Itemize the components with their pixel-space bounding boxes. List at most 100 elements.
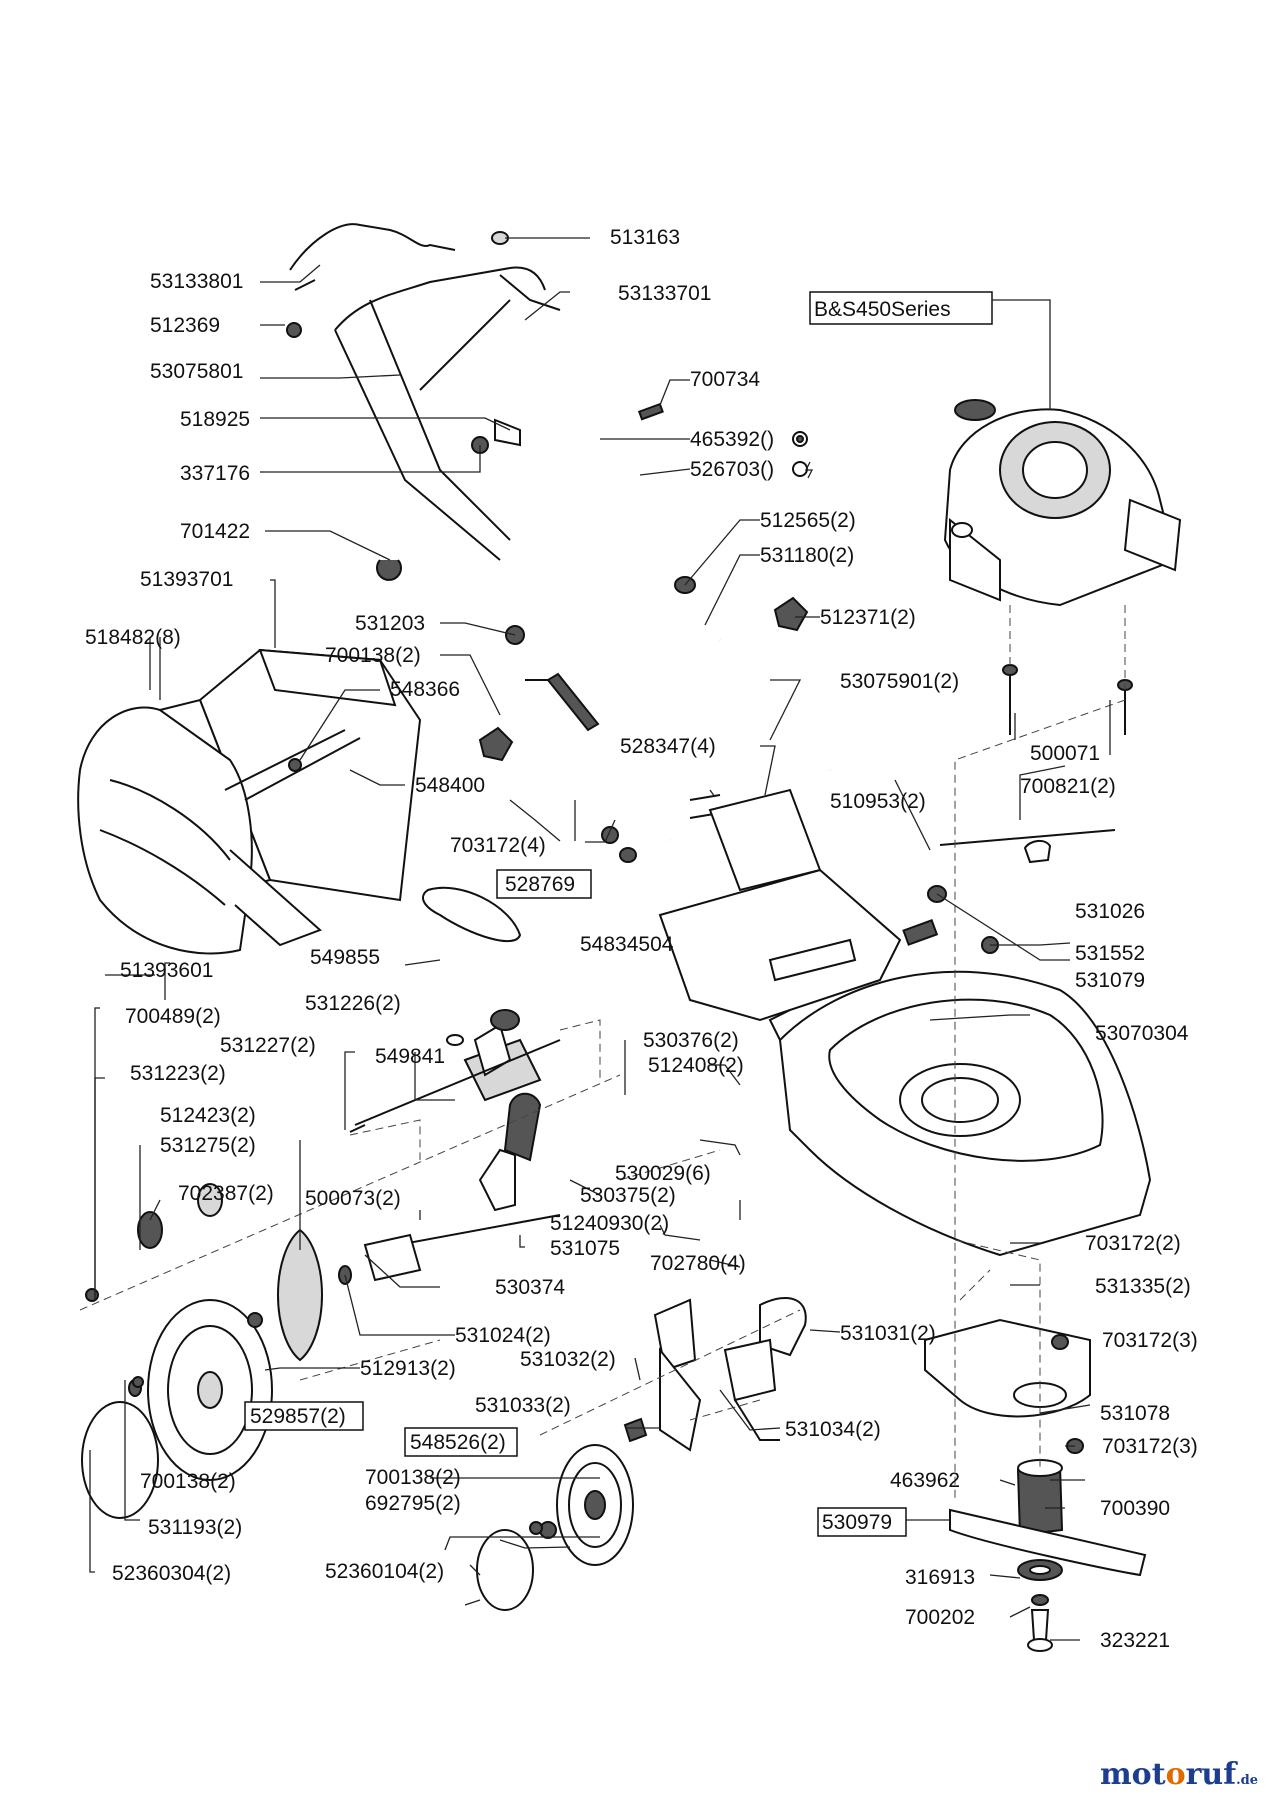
- discharge-flap: [658, 788, 902, 1022]
- part-label: 702780(4): [650, 1252, 746, 1275]
- watermark-text-tail: ruf: [1185, 1757, 1237, 1792]
- part-label: 700138(2): [140, 1470, 236, 1493]
- part-label: 531335(2): [1095, 1275, 1191, 1298]
- engine-series-label: B&S450Series: [814, 298, 951, 321]
- part-label: 700734: [690, 368, 760, 391]
- part-label: 692795(2): [365, 1492, 461, 1515]
- part-label: 531075: [550, 1237, 620, 1260]
- part-label: 700390: [1100, 1497, 1170, 1520]
- belt-label-box: [496, 869, 592, 899]
- part-label: 52360104(2): [325, 1560, 444, 1583]
- engine-label-box: [809, 291, 993, 325]
- part-labels: B&S450Series 513163 53133801 53133701 51…: [85, 226, 1198, 1652]
- part-label: 703172(3): [1102, 1435, 1198, 1458]
- part-label: 700138(2): [365, 1466, 461, 1489]
- rear-axle: [927, 829, 1116, 954]
- cutting-blade: [949, 1508, 1147, 1577]
- handle-bow: [289, 223, 456, 291]
- part-label: 53075801: [150, 360, 243, 383]
- engine-bolts: [1002, 664, 1133, 735]
- part-label: 701422: [180, 520, 250, 543]
- part-label: 53075901(2): [840, 670, 959, 693]
- transmission: [349, 1009, 561, 1133]
- part-label: 530375(2): [580, 1184, 676, 1207]
- part-label: 512369: [150, 314, 220, 337]
- part-label: 512423(2): [160, 1104, 256, 1127]
- part-label: 512565(2): [760, 509, 856, 532]
- brand-watermark: motoruf.de: [1100, 1757, 1258, 1792]
- part-label: 700138(2): [325, 644, 421, 667]
- part-label: 531031(2): [840, 1322, 936, 1345]
- part-label: 530376(2): [643, 1029, 739, 1052]
- part-label: 703172(4): [450, 834, 546, 857]
- rear-wheel: [81, 1183, 352, 1519]
- part-label: 465392(): [690, 428, 774, 451]
- part-label: 316913: [905, 1566, 975, 1589]
- part-label: 549855: [310, 946, 380, 969]
- part-label: 531180(2): [760, 544, 854, 567]
- part-label: 531078: [1100, 1402, 1170, 1425]
- part-label: 531024(2): [455, 1324, 551, 1347]
- part-label: 52360304(2): [112, 1562, 231, 1585]
- part-label: 548366: [390, 678, 460, 701]
- part-label: 530029(6): [615, 1162, 711, 1185]
- part-label: 531034(2): [785, 1418, 881, 1441]
- upper-handle-bar: [334, 266, 561, 561]
- part-label: 703172(2): [1085, 1232, 1181, 1255]
- grass-bag: [77, 706, 322, 955]
- part-label: 51240930(2): [550, 1212, 669, 1235]
- part-label: 529857(2): [250, 1405, 346, 1428]
- part-label: 531552: [1075, 942, 1145, 965]
- front-wheel: [476, 1444, 634, 1611]
- part-label: 512913(2): [360, 1357, 456, 1380]
- leader-lines: [89, 237, 1111, 1641]
- blade-label-box: [817, 1507, 907, 1537]
- part-label: 53133701: [618, 282, 711, 305]
- part-label: 530374: [495, 1276, 565, 1299]
- part-label: 548400: [415, 774, 485, 797]
- part-label: 700202: [905, 1606, 975, 1629]
- part-label: 531032(2): [520, 1348, 616, 1371]
- engine: [943, 399, 1182, 607]
- part-label: 528769: [505, 873, 575, 896]
- watermark-tld: .de: [1236, 1773, 1258, 1788]
- part-label: 531079: [1075, 969, 1145, 992]
- part-label: 500071: [1030, 742, 1100, 765]
- part-label: 703172(3): [1102, 1329, 1198, 1352]
- part-label: 549841: [375, 1045, 445, 1068]
- part-label: 512408(2): [648, 1054, 744, 1077]
- watermark-text: mot: [1099, 1757, 1166, 1792]
- part-label: 530979: [822, 1511, 892, 1534]
- part-label: 526703(): [690, 458, 774, 481]
- front-wheel-label-box: [404, 1427, 518, 1457]
- part-label: 700821(2): [1020, 775, 1116, 798]
- part-label: 528347(4): [620, 735, 716, 758]
- part-label: 531223(2): [130, 1062, 226, 1085]
- part-label: 512371(2): [820, 606, 916, 629]
- part-label: 323221: [1100, 1629, 1170, 1652]
- part-label: 510953(2): [830, 790, 926, 813]
- drive-rod: [363, 1092, 561, 1282]
- lower-handle-bar: [576, 636, 834, 843]
- part-label: 51393601: [120, 959, 213, 982]
- part-label: 531026: [1075, 900, 1145, 923]
- assembly-guides: [79, 605, 1126, 1500]
- drive-belt: [422, 886, 522, 943]
- part-label: 463962: [890, 1469, 960, 1492]
- part-label: 53133801: [150, 270, 243, 293]
- choke-pictogram-icon: [792, 461, 814, 479]
- part-label: 531226(2): [305, 992, 401, 1015]
- blade-bolt: [1017, 1559, 1063, 1652]
- part-label: 531033(2): [475, 1394, 571, 1417]
- part-label: 337176: [180, 462, 250, 485]
- part-label: 531275(2): [160, 1134, 256, 1157]
- part-label: 700489(2): [125, 1005, 221, 1028]
- part-label: 54834504: [580, 933, 674, 956]
- part-label: 513163: [610, 226, 680, 249]
- part-label: 531193(2): [148, 1516, 242, 1539]
- mower-deck: [768, 919, 1152, 1257]
- part-label: 548526(2): [410, 1431, 506, 1454]
- part-label: 702387(2): [178, 1182, 274, 1205]
- part-label: 531203: [355, 612, 425, 635]
